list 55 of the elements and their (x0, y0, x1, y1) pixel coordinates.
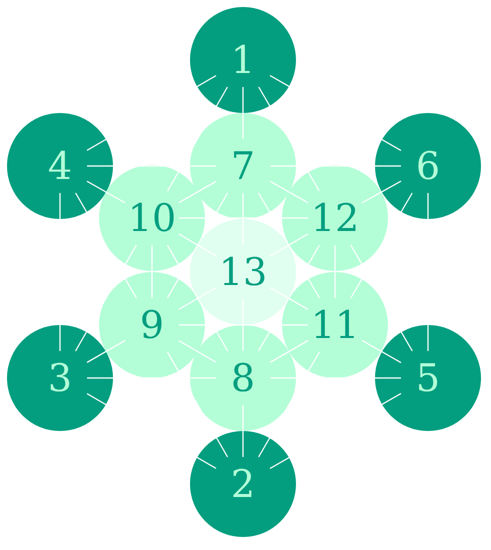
connector-line (178, 287, 216, 310)
connector-line (334, 245, 336, 298)
node-number: 2 (230, 465, 256, 503)
connector-line (270, 377, 401, 379)
node-number: 9 (140, 306, 164, 344)
connector-line (179, 324, 308, 326)
connector-line (151, 245, 153, 298)
connector-line (258, 192, 320, 298)
connector-line (87, 377, 216, 379)
connector-line (86, 180, 126, 204)
connector-line (75, 244, 137, 352)
connector-line (270, 392, 402, 470)
connector-line (86, 75, 216, 151)
node-number: 1 (230, 41, 256, 79)
node-number: 7 (230, 147, 256, 185)
connector-line (258, 352, 320, 458)
connector-line (86, 340, 126, 363)
connector-line (178, 180, 216, 204)
connector-line (178, 234, 216, 256)
node-number: 8 (230, 359, 256, 397)
connector-line (242, 405, 244, 457)
connector-line (242, 193, 244, 245)
connector-line (242, 87, 244, 139)
connector-line (362, 180, 402, 204)
connector-line (362, 340, 402, 364)
connector-line (178, 340, 216, 363)
connector-line (242, 299, 244, 351)
connector-line (270, 287, 308, 310)
connector-line (167, 86, 228, 192)
connector-line (166, 244, 228, 352)
connector-line (87, 165, 216, 167)
connector-line (427, 193, 429, 351)
connector-line (270, 74, 402, 152)
node-number: 5 (416, 359, 440, 397)
node-number: 10 (128, 199, 176, 237)
connector-line (166, 352, 228, 458)
node-number: 4 (48, 147, 72, 185)
connector-line (270, 165, 401, 167)
connector-line (270, 340, 308, 363)
node-number: 12 (310, 199, 360, 237)
connector-line (270, 180, 308, 204)
node-number: 11 (310, 306, 360, 344)
connector-line (258, 86, 320, 192)
connector-line (350, 244, 413, 352)
connector-line (75, 192, 137, 298)
connector-line (59, 193, 61, 351)
connector-line (258, 244, 320, 352)
node-number: 13 (218, 253, 268, 291)
connector-line (179, 217, 308, 219)
connector-line (166, 192, 228, 298)
connector-line (270, 233, 308, 257)
node-number: 6 (416, 147, 440, 185)
connector-line (350, 192, 413, 298)
connector-line (86, 393, 216, 469)
node-number: 3 (48, 359, 72, 397)
